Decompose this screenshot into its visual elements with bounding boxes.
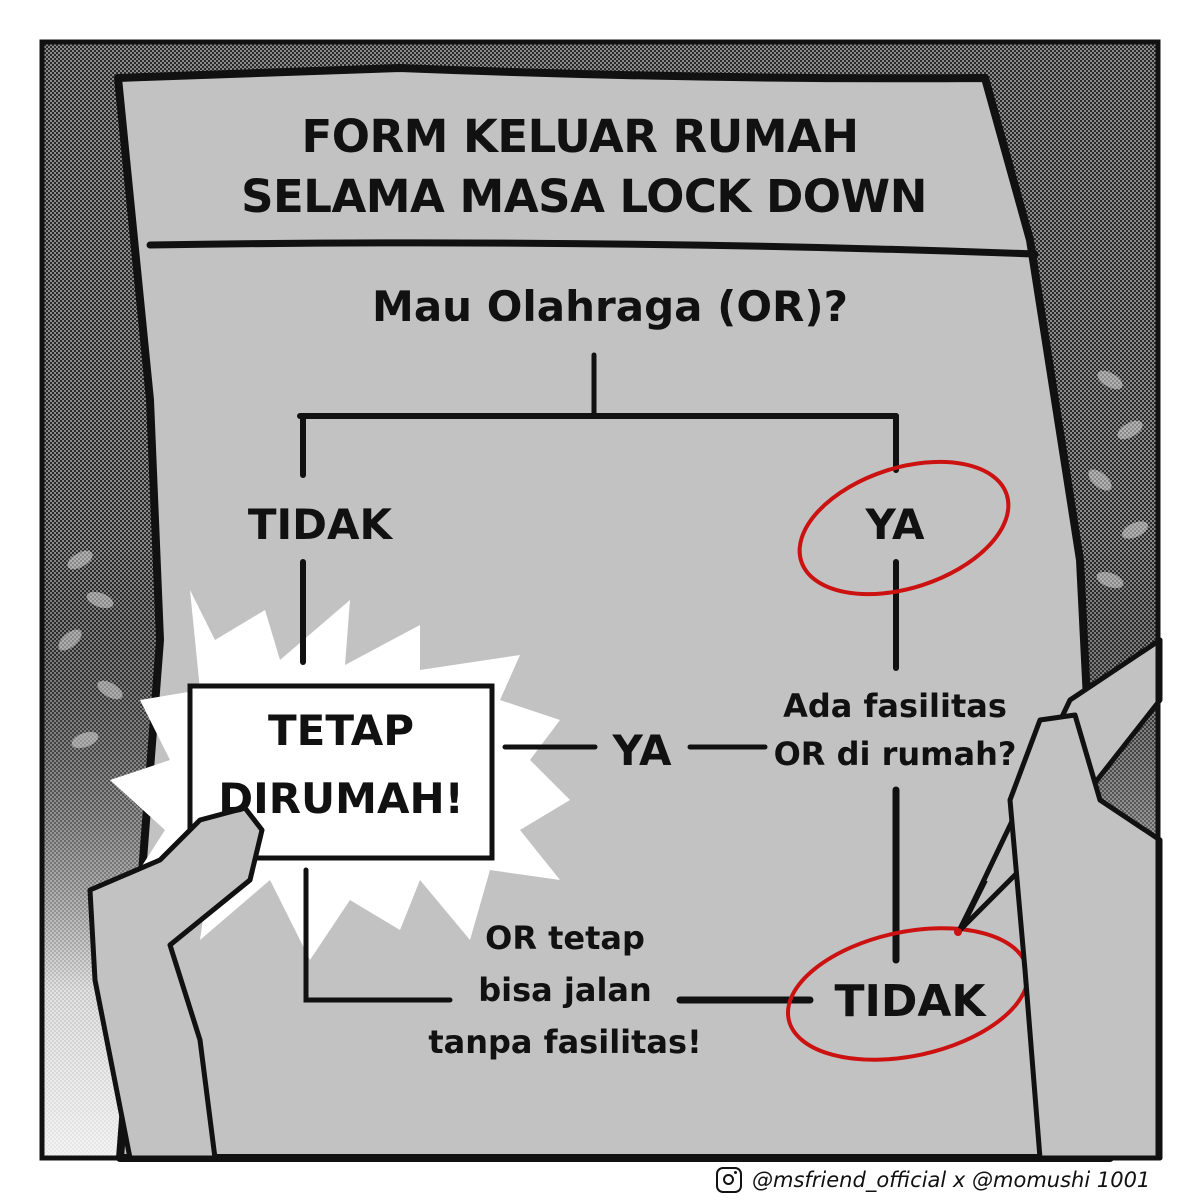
credit-text: @msfriend_official x @momushi 1001 [752, 1168, 1151, 1192]
question-main: Mau Olahraga (OR)? [372, 282, 848, 331]
form-title-line-1: FORM KELUAR RUMAH [301, 110, 859, 163]
title-divider [146, 239, 1039, 258]
note-line-3: tanpa fasilitas! [428, 1023, 702, 1061]
result-box-line-1: TETAP [267, 706, 414, 755]
question-facility-line-1: Ada fasilitas [783, 687, 1007, 725]
panel-border [39, 39, 1161, 1161]
facility-no-tidak: TIDAK [834, 976, 986, 1027]
note-line-2: bisa jalan [478, 971, 652, 1009]
branch-right-ya: YA [865, 500, 925, 549]
credit-line: @msfriend_official x @momushi 1001 [716, 1162, 1150, 1198]
leaf-decoration [58, 370, 1149, 749]
form-title-line-2: SELAMA MASA LOCK DOWN [241, 170, 927, 223]
question-facility-line-2: OR di rumah? [773, 735, 1017, 773]
result-box-line-2: DIRUMAH! [218, 774, 464, 823]
red-circle-ya [797, 459, 1011, 597]
left-hand [87, 805, 265, 1161]
instagram-icon [716, 1167, 742, 1193]
branch-left-tidak: TIDAK [247, 500, 393, 549]
note-line-1: OR tetap [485, 919, 645, 957]
connector-ya: YA [612, 726, 672, 775]
flowchart-lines [297, 352, 900, 1004]
